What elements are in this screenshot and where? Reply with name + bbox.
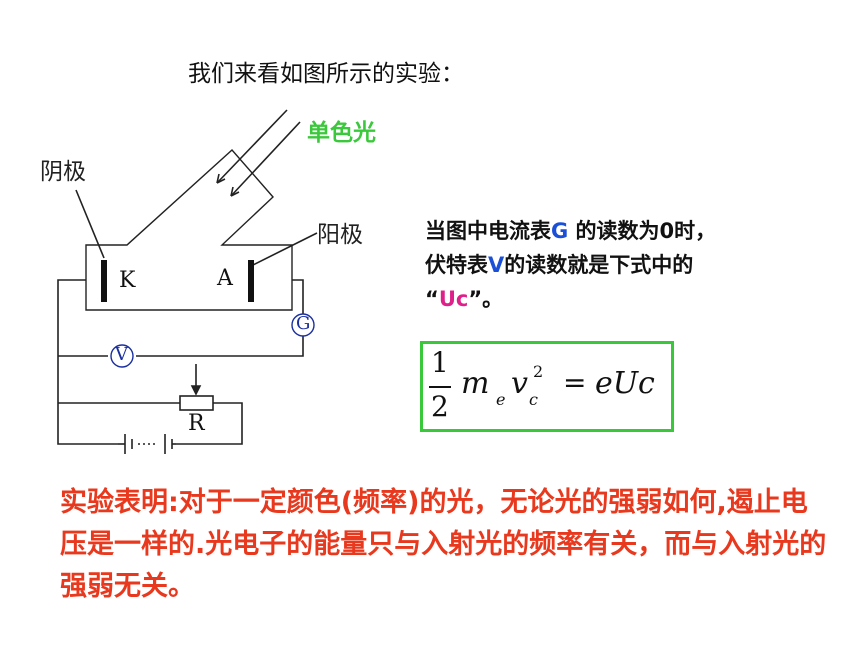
fraction-numerator: 1 [431, 346, 449, 379]
velocity-subscript: c [529, 390, 538, 409]
velocity-exponent: 2 [533, 362, 544, 381]
a-label: A [217, 266, 233, 291]
anode-plate [248, 260, 254, 302]
cathode-plate [101, 260, 107, 302]
slide-title: 我们来看如图所示的实验： [188, 61, 464, 87]
description-line-1: 当图中电流表G 的读数为0时， [425, 219, 717, 243]
light-ray-1 [216, 109, 288, 184]
equals-sign: = [563, 366, 587, 399]
formula-box: 1 2 m e v c 2 = eUc [420, 341, 674, 432]
anode-leader [252, 232, 318, 266]
description-line-2: 伏特表V的读数就是下式中的 [425, 253, 694, 277]
monochromatic-light-label: 单色光 [307, 120, 376, 146]
light-ray-2 [230, 121, 301, 197]
anode-label: 阳极 [317, 222, 363, 248]
mass-symbol: m [461, 366, 490, 401]
resistor [179, 395, 214, 411]
fraction-denominator: 2 [431, 390, 449, 423]
cathode-label: 阴极 [40, 159, 86, 185]
k-label: K [119, 268, 136, 293]
formula-rhs: eUc [595, 366, 655, 401]
v-label: V [115, 344, 128, 365]
tube-outline [85, 149, 293, 311]
wire-right-down [136, 335, 304, 357]
fraction-bar [429, 386, 451, 388]
galvanometer [291, 313, 315, 337]
wire-right-top [292, 279, 304, 315]
wire-resistor-right [176, 402, 243, 445]
conclusion-text: 实验表明:对于一定颜色(频率)的光，无论光的强弱如何,遏止电压是一样的.光电子的… [60, 487, 827, 602]
description-line-3: “Uc”。 [425, 287, 504, 311]
voltmeter [110, 344, 134, 368]
slider-arrow [190, 385, 202, 396]
light-ray-1-arrow [216, 173, 226, 184]
velocity-symbol: v [511, 366, 528, 401]
cathode-leader [75, 189, 105, 259]
r-label: R [188, 411, 205, 436]
mass-subscript: e [496, 390, 506, 409]
light-ray-2-arrow [230, 186, 240, 197]
g-label: G [296, 313, 311, 334]
description: 当图中电流表G 的读数为0时， 伏特表V的读数就是下式中的 “Uc”。 [425, 214, 716, 316]
wire-left [57, 279, 118, 445]
